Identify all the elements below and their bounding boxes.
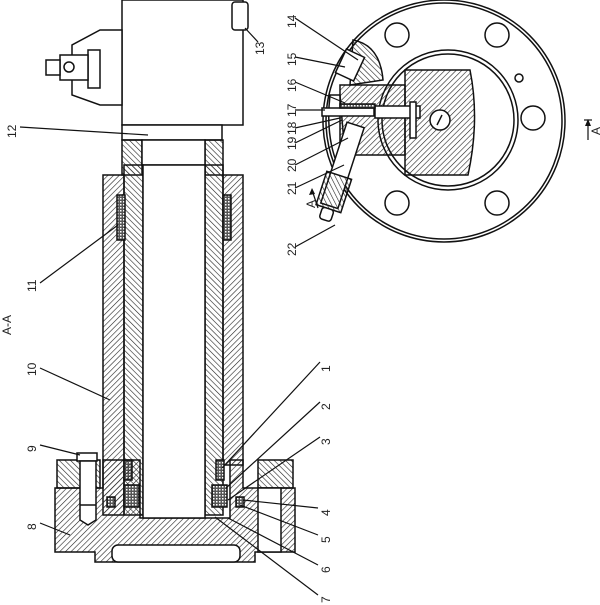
section-title: A-A bbox=[0, 315, 14, 335]
part-label-17: 17 bbox=[285, 103, 299, 117]
section-view bbox=[45, 0, 296, 563]
part-12-base bbox=[121, 124, 223, 141]
part-label-12: 12 bbox=[5, 124, 19, 138]
part-label-15: 15 bbox=[285, 52, 299, 66]
part-12-body bbox=[121, 0, 244, 126]
part-label-14: 14 bbox=[285, 14, 299, 28]
section-marker-label: A bbox=[304, 200, 318, 208]
part-label-16: 16 bbox=[285, 78, 299, 92]
part-label-1: 1 bbox=[319, 365, 333, 372]
part-label-20: 20 bbox=[285, 158, 299, 172]
part-label-13: 13 bbox=[253, 41, 267, 55]
section-marker-a-left: A bbox=[304, 188, 319, 209]
part-label-22: 22 bbox=[285, 242, 299, 256]
leader-lines bbox=[19, 17, 359, 596]
part-label-21: 21 bbox=[285, 181, 299, 195]
part-label-7: 7 bbox=[319, 596, 333, 603]
part-labels: 1 2 3 4 5 6 7 8 9 10 11 12 13 14 15 16 1… bbox=[5, 14, 333, 603]
part-9-bolt bbox=[76, 452, 98, 526]
part-label-9: 9 bbox=[25, 445, 39, 452]
section-marker-label: A bbox=[589, 127, 600, 135]
part-label-3: 3 bbox=[319, 438, 333, 445]
side-valve bbox=[45, 29, 123, 106]
part-label-18: 18 bbox=[285, 121, 299, 135]
part-label-8: 8 bbox=[25, 523, 39, 530]
part-label-4: 4 bbox=[319, 509, 333, 516]
flange-view bbox=[315, 0, 566, 243]
section-marker-a-right: A bbox=[584, 119, 600, 140]
part-label-5: 5 bbox=[319, 536, 333, 543]
part-label-19: 19 bbox=[285, 136, 299, 150]
part-13-pin bbox=[231, 1, 249, 31]
part-label-10: 10 bbox=[25, 362, 39, 376]
part-label-11: 11 bbox=[25, 279, 39, 292]
part-8-base bbox=[54, 459, 296, 563]
part-label-2: 2 bbox=[319, 403, 333, 410]
part-label-6: 6 bbox=[319, 566, 333, 573]
